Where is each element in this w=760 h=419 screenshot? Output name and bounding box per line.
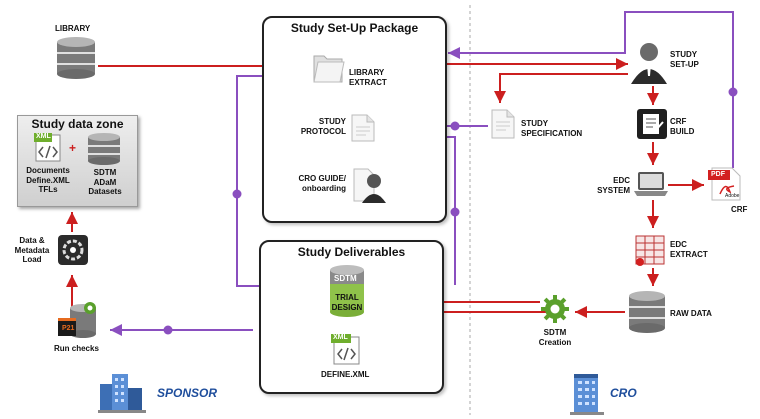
study-setup-person-icon	[631, 43, 667, 84]
cro-label: CRO	[610, 386, 637, 400]
edc-extract-line-1: EDC	[670, 240, 687, 249]
sdtm-trial-design-database-icon	[330, 265, 364, 317]
study-specification-document-icon	[491, 109, 515, 139]
edc-extract-line-2: EXTRACT	[670, 249, 708, 259]
flow-node-5	[163, 325, 173, 335]
flow-node-2	[450, 121, 460, 131]
trial-design-line-1: TRIAL	[335, 293, 359, 302]
trial-design-label: TRIAL DESIGN	[330, 293, 364, 312]
deliv-sdtm-label: SDTM	[334, 274, 357, 283]
raw-data-label: RAW DATA	[670, 309, 712, 318]
code-document-icon	[34, 133, 61, 162]
zone-docs-label: Documents Define.XML TFLs	[20, 166, 76, 195]
define-xml-document-icon	[331, 334, 360, 365]
crf-build-label: CRF BUILD	[670, 117, 694, 136]
study-protocol-label: STUDY PROTOCOL	[300, 117, 346, 136]
pdf-badge: PDF	[711, 171, 725, 178]
define-xml-deliv-label: DEFINE.XML	[321, 370, 370, 379]
study-setup-line-2: SET-UP	[670, 59, 699, 69]
zone-plus-sign: +	[69, 141, 77, 155]
cro-building-icon	[570, 374, 604, 415]
documents-label: Documents	[26, 166, 70, 175]
library-label: LIBRARY	[55, 24, 91, 33]
setup-to-spec-arrow	[494, 73, 628, 103]
edc-system-laptop-icon	[634, 172, 668, 196]
load-line-1: Data &	[19, 236, 45, 245]
pdf-to-package-arrow	[448, 11, 734, 168]
zone-xml-badge: XML	[36, 133, 51, 140]
deliverables-title: Study Deliverables	[297, 245, 406, 259]
library-extract-line-1: LIBRARY	[349, 68, 385, 77]
deliv-xml-badge: XML	[333, 334, 348, 341]
sdtm-adam-database-icon	[88, 133, 120, 165]
crf-pdf-icon	[708, 167, 741, 201]
define-xml-label: Define.XML	[26, 175, 70, 185]
crf-build-line-1: CRF	[670, 117, 687, 126]
sdtm-creation-line-2: Creation	[538, 337, 572, 347]
flow-node-1	[728, 87, 738, 97]
deliverables-panel: Study Deliverables	[259, 240, 444, 394]
cro-guide-line-1: CRO GUIDE/	[298, 174, 346, 183]
crf-build-line-2: BUILD	[670, 126, 695, 136]
library-database-icon	[57, 37, 95, 79]
datasets-label: Datasets	[88, 187, 122, 197]
p21-badge: P21	[62, 325, 75, 332]
edc-extract-spreadsheet-icon	[635, 235, 665, 266]
cro-guide-line-2: onboarding	[302, 183, 346, 193]
adobe-label: Adobe	[725, 193, 740, 199]
load-line-3: Load	[22, 255, 42, 265]
raw-data-database-icon	[629, 291, 665, 333]
study-data-zone-title: Study data zone	[31, 117, 124, 131]
tfls-label: TFLs	[38, 185, 58, 195]
sdtm-creation-line-1: SDTM	[543, 328, 567, 337]
sponsor-label: SPONSOR	[157, 386, 218, 400]
sdtm-label: SDTM	[93, 168, 117, 177]
study-spec-line-1: STUDY	[521, 119, 549, 128]
cro-guide-person-icon	[353, 168, 386, 203]
study-data-zone: Study data zone XML + Documents Define.X…	[17, 115, 138, 207]
sdtm-creation-gear-icon	[541, 295, 569, 323]
edc-extract-label: EDC EXTRACT	[670, 240, 708, 259]
study-protocol-line-1: STUDY	[318, 117, 346, 126]
edc-system-line-1: EDC	[613, 176, 630, 185]
data-metadata-load-label: Data & Metadata Load	[12, 236, 52, 265]
loader-icon	[58, 235, 88, 265]
flow-node-4	[232, 189, 242, 199]
study-protocol-document-icon	[351, 114, 375, 142]
library-extract-folder-icon	[313, 55, 345, 83]
library-extract-label: LIBRARY EXTRACT	[349, 68, 387, 87]
crf-label: CRF	[731, 205, 748, 214]
zone-datasets-label: SDTM ADaM Datasets	[80, 168, 130, 197]
sponsor-building-icon	[98, 374, 146, 413]
trial-design-line-2: DESIGN	[331, 302, 363, 312]
study-protocol-line-2: PROTOCOL	[300, 126, 346, 136]
study-setup-line-1: STUDY	[670, 50, 698, 59]
study-specification-label: STUDY SPECIFICATION	[521, 119, 582, 138]
cro-guide-label: CRO GUIDE/ onboarding	[296, 174, 346, 193]
run-checks-icon	[58, 302, 96, 338]
run-checks-label: Run checks	[54, 344, 99, 353]
edc-system-label: EDC SYSTEM	[596, 176, 630, 195]
sdtm-creation-label: SDTM Creation	[532, 328, 578, 347]
crf-build-form-icon	[637, 109, 667, 139]
library-extract-line-2: EXTRACT	[349, 77, 387, 87]
study-setup-label: STUDY SET-UP	[670, 50, 699, 69]
adam-label: ADaM	[93, 177, 117, 187]
edc-system-line-2: SYSTEM	[597, 185, 630, 195]
study-spec-line-2: SPECIFICATION	[521, 128, 583, 138]
load-line-2: Metadata	[14, 245, 50, 255]
setup-package-title: Study Set-Up Package	[290, 21, 419, 35]
flow-node-3	[450, 207, 460, 217]
